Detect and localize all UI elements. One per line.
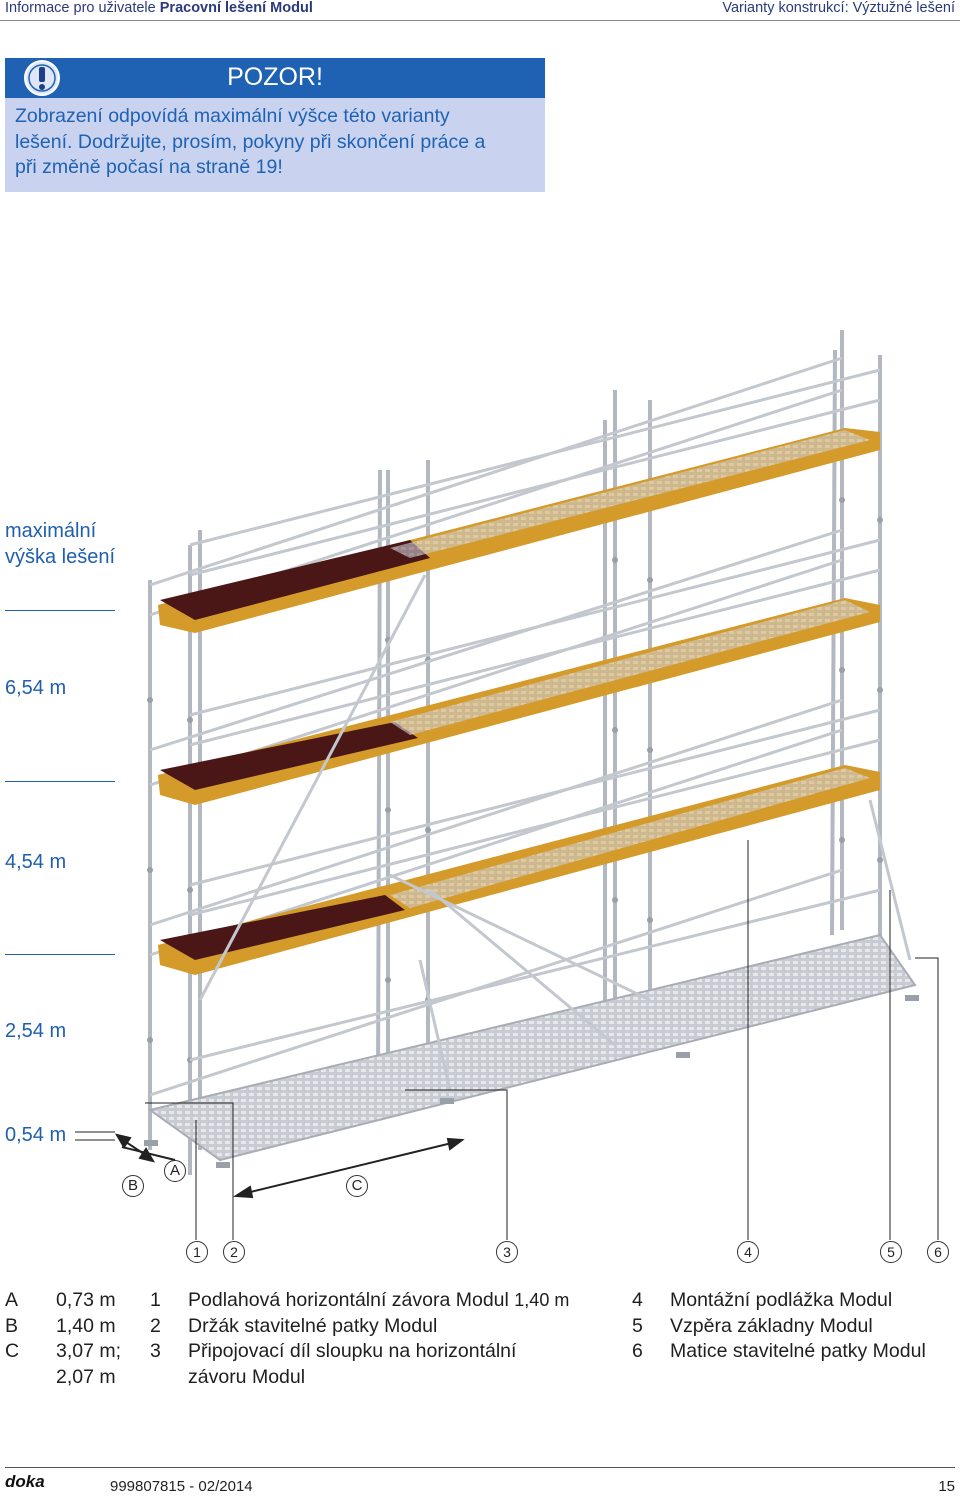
legend-item: Připojovací díl sloupku na horizontální xyxy=(188,1340,517,1362)
warning-title: POZOR! xyxy=(227,63,323,91)
legend-dim-key: C xyxy=(5,1340,20,1362)
callout-1: 1 xyxy=(186,1241,208,1263)
legend-item: Vzpěra základny Modul xyxy=(670,1314,873,1337)
legend-num: 4 xyxy=(632,1289,643,1311)
dimension-label-a: A xyxy=(164,1160,186,1182)
dimension-arrows xyxy=(75,1131,465,1199)
exclamation-icon xyxy=(24,60,60,96)
base-plates xyxy=(144,995,919,1168)
guard-rails xyxy=(149,356,881,1097)
height-marker-line xyxy=(5,954,115,955)
legend-numbers-right: 4 5 6 xyxy=(632,1288,643,1365)
callout-3: 3 xyxy=(496,1241,518,1263)
warning-title-bar xyxy=(5,58,545,98)
post-rosettes xyxy=(147,497,883,1063)
header-left: Informace pro uživatele Pracovní lešení … xyxy=(5,0,313,16)
diagonal-braces xyxy=(198,574,912,1091)
legend-num: 2 xyxy=(150,1314,161,1337)
legend-item-text: Podlahová horizontální závora Modul xyxy=(188,1289,509,1311)
legend-numbers-left: 1 2 3 xyxy=(150,1288,161,1365)
legend-dimension-keys: A B C xyxy=(5,1288,19,1365)
warning-text: Zobrazení odpovídá maximální výšce této … xyxy=(15,104,535,181)
legend-dim-value: 1,40 m xyxy=(56,1314,116,1337)
legend-dim-value: 2,07 m xyxy=(56,1365,116,1388)
max-height-label-2: výška lešení xyxy=(5,546,116,568)
legend-item: Matice stavitelné patky Modul xyxy=(670,1340,926,1362)
scaffold-illustration xyxy=(75,330,939,1240)
callout-2: 2 xyxy=(223,1241,245,1263)
callout-4: 4 xyxy=(737,1241,759,1263)
callout-5: 5 xyxy=(880,1241,902,1263)
footer-divider xyxy=(5,1467,955,1468)
footer-document-code: 999807815 - 02/2014 xyxy=(110,1478,253,1495)
legend-dimension-values: 0,73 m 1,40 m 3,07 m; 2,07 m xyxy=(56,1288,121,1390)
legend-item: Držák stavitelné patky Modul xyxy=(188,1314,438,1337)
legend-item-suffix: 1,40 m xyxy=(514,1290,570,1310)
legend-num: 1 xyxy=(150,1289,161,1311)
legend-dim-value: 3,07 m; xyxy=(56,1340,122,1362)
max-height-label-1: maximální xyxy=(5,520,97,542)
header-divider xyxy=(0,20,960,21)
warning-box: POZOR! Zobrazení odpovídá maximální výšc… xyxy=(5,58,545,192)
decks-level-2 xyxy=(158,598,880,805)
header-manual-prefix: Informace pro uživatele xyxy=(5,0,156,16)
callout-leader-lines xyxy=(145,840,939,1240)
height-label-454: 4,54 m xyxy=(5,851,67,873)
legend-items-right: Montážní podlážka Modul Vzpěra základny … xyxy=(670,1288,926,1365)
legend-num: 3 xyxy=(150,1340,161,1362)
height-label-054: 0,54 m xyxy=(5,1124,67,1146)
header-section-title: Varianty konstrukcí: Výztužné lešení xyxy=(722,0,955,16)
dimension-label-b: B xyxy=(122,1175,144,1197)
height-label-654: 6,54 m xyxy=(5,677,67,699)
legend-dim-value: 0,73 m xyxy=(56,1289,116,1311)
footer-page-number: 15 xyxy=(938,1478,955,1495)
legend-item: Podlahová horizontální závora Modul 1,40… xyxy=(188,1288,569,1314)
legend-dim-key: A xyxy=(5,1289,19,1311)
doka-logo-text: doka xyxy=(5,1473,45,1491)
height-marker-line xyxy=(5,781,115,782)
legend-item: závoru Modul xyxy=(188,1365,306,1388)
height-label-254: 2,54 m xyxy=(5,1020,67,1042)
callout-6: 6 xyxy=(927,1241,949,1263)
warning-line: lešení. Dodržujte, prosím, pokyny při sk… xyxy=(15,130,486,153)
decks-level-1 xyxy=(158,765,880,975)
doka-logo: doka xyxy=(5,1473,45,1491)
base-deck xyxy=(147,933,917,1162)
legend-dim-key: B xyxy=(5,1314,19,1337)
height-marker-line xyxy=(5,610,115,611)
decks-level-3 xyxy=(158,428,880,633)
dimension-label-c: C xyxy=(346,1175,368,1197)
legend-items-left: Podlahová horizontální závora Modul 1,40… xyxy=(188,1288,569,1390)
legend-num: 6 xyxy=(632,1340,643,1362)
legend-num: 5 xyxy=(632,1314,643,1337)
warning-line: při změně počasí na straně 19! xyxy=(15,156,283,178)
warning-line: Zobrazení odpovídá maximální výšce této … xyxy=(15,105,450,127)
header-manual-title: Pracovní lešení Modul xyxy=(159,0,313,16)
legend-item: Montážní podlážka Modul xyxy=(670,1289,893,1311)
